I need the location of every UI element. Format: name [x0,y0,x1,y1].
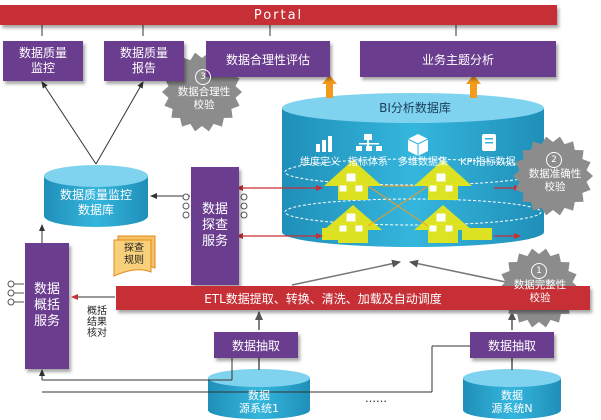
connector-lines [39,25,472,393]
sources-ellipsis: …… [365,392,387,405]
bi-database-cylinder [282,93,544,247]
extract-left-label: 数据抽取 [231,338,280,353]
source-right-label: 数据 源系统N [491,389,533,415]
extract-to-etl-arrows [255,311,516,370]
rules-document-icon [113,235,156,277]
quality-monitor-box[interactable]: 数据质量 监控 [3,41,83,81]
explore-bi-red-arrows [236,185,521,239]
badge-3-number: 3 [195,69,211,85]
quality-monitor-label: 数据质量 监控 [18,46,67,75]
book-icon [482,134,496,151]
extract-box-right[interactable]: 数据抽取 [470,332,554,358]
quality-report-box[interactable]: 数据质量 报告 [104,41,184,81]
badge-3-label: 数据合理性 校验 [177,86,231,111]
bar-chart-icon [316,136,332,152]
summary-service-dots [7,280,24,306]
explore-service-box[interactable]: 数据 探查 服务 [191,167,239,285]
source-left-label: 数据 源系统1 [239,389,279,415]
summary-service-label: 数据 概括 服务 [33,282,60,329]
quality-db-label: 数据质量监控 数据库 [59,188,132,217]
explore-service-label: 数据 探查 服务 [201,202,228,249]
portal-bar[interactable]: Portal [0,5,557,25]
quality-db-cylinder [44,165,148,227]
rationality-eval-box[interactable]: 数据合理性评估 [206,41,330,77]
quality-report-label: 数据质量 报告 [119,46,168,75]
source-cylinder-left [208,369,310,419]
etl-to-bi-arrows [291,259,521,286]
business-analysis-label: 业务主题分析 [421,52,494,67]
bi-db-title: BI分析数据库 [379,101,451,115]
badge-1-number: 1 [531,263,547,279]
portal-label: Portal [253,7,304,23]
bi-icon-label-kpi: KPI指标数据 [460,157,516,168]
bi-orange-cross-lines [367,185,429,227]
bi-icon-label-dimension: 维度定义 [300,157,340,168]
badge-2-shape [513,136,593,216]
badge-1-label: 数据完整性 校验 [513,279,567,304]
bi-icon-label-indicators: 指标体系 [348,157,388,168]
bi-hierarchy-icons [339,173,453,232]
org-chart-icon [356,134,382,151]
bi-icon-label-cubes: 多维数据集 [398,157,448,168]
summary-check-label: 概括 结果 核对 [87,306,107,339]
bi-to-business-arrow [466,75,481,98]
extract-right-label: 数据抽取 [487,338,536,353]
badge-2-label: 数据准确性 校验 [528,168,582,193]
summary-service-box[interactable]: 数据 概括 服务 [25,243,69,369]
business-analysis-box[interactable]: 业务主题分析 [360,41,556,77]
bi-icons [316,134,496,156]
etl-bar-label: ETL数据提取、转换、清洗、加载及自动调度 [204,291,442,306]
badge-2-number: 2 [546,152,562,168]
extract-box-left[interactable]: 数据抽取 [214,332,298,358]
bi-to-rationality-arrow [322,75,337,98]
explore-rules-label: 探查 规则 [124,243,144,266]
explore-service-dots [182,193,248,219]
rationality-eval-label: 数据合理性评估 [225,52,310,67]
etl-bar[interactable]: ETL数据提取、转换、清洗、加载及自动调度 [116,286,590,310]
source-cylinder-right [463,369,561,419]
cube-icon [407,134,429,156]
